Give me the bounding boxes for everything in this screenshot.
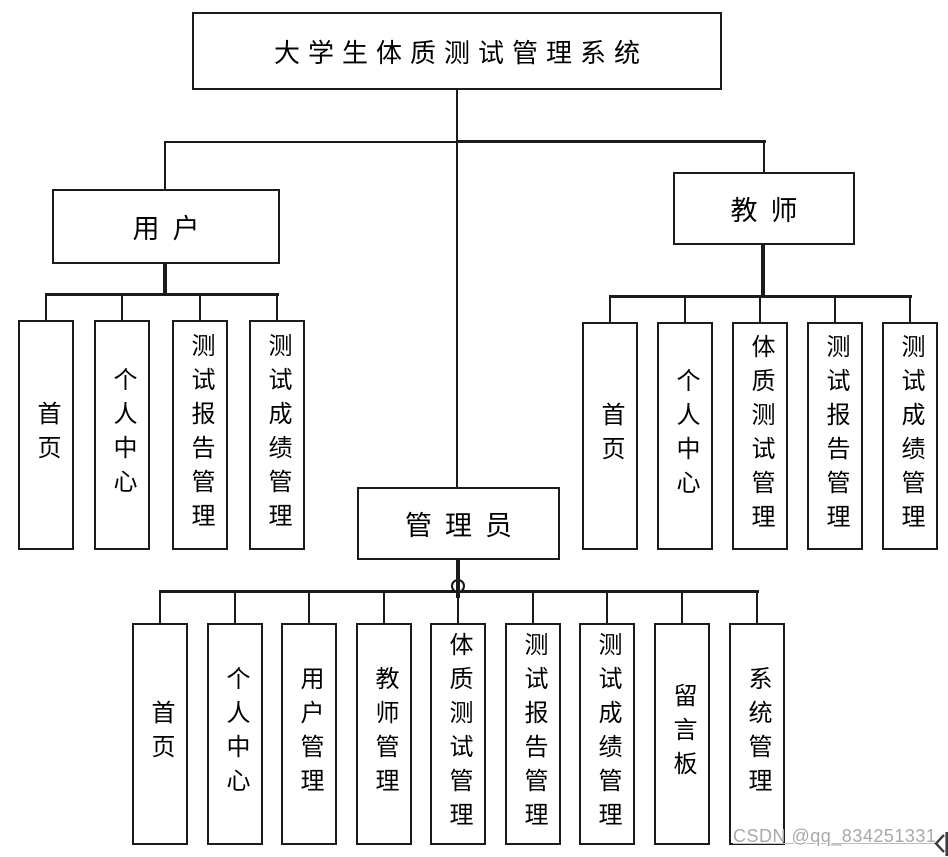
connector-user-child-drop-0 (45, 294, 47, 321)
node-admin-child-physical-test-mgmt: 体质测试管理 (430, 623, 486, 845)
connector-admin-child-drop-0 (159, 591, 161, 624)
node-root: 大学生体质测试管理系统 (192, 12, 722, 90)
connector-drop-teacher (763, 141, 765, 173)
connector-level1-horizontal-right (456, 140, 766, 143)
node-user-child-test-score-mgmt: 测试成绩管理 (249, 320, 305, 550)
connector-teacher-child-drop-3 (834, 296, 836, 323)
node-label: 测试成绩管理 (594, 632, 620, 836)
node-admin-child-message-board: 留言板 (654, 623, 710, 845)
connector-teacher-child-drop-4 (909, 296, 911, 323)
node-label: 测试成绩管理 (264, 333, 290, 537)
connector-user-child-drop-2 (199, 294, 201, 321)
connector-admin-child-drop-8 (756, 591, 758, 624)
node-admin: 管理员 (357, 487, 560, 560)
connector-user-stem (163, 263, 167, 296)
node-admin-child-user-mgmt: 用户管理 (281, 623, 337, 845)
connector-root-vertical (456, 90, 458, 487)
node-teacher-label: 教师 (730, 196, 811, 226)
connector-drop-user (164, 141, 166, 190)
connector-admin-child-drop-7 (681, 591, 683, 624)
connector-admin-child-drop-5 (532, 591, 534, 624)
node-label: 个人中心 (672, 368, 698, 504)
node-teacher-child-home: 首页 (582, 322, 638, 550)
node-admin-child-home: 首页 (132, 623, 188, 845)
node-user-child-test-report-mgmt: 测试报告管理 (172, 320, 228, 550)
node-user-label: 用户 (132, 214, 213, 244)
node-label: 个人中心 (109, 367, 135, 503)
node-admin-label: 管理员 (405, 511, 525, 541)
connector-user-children-horizontal (45, 293, 279, 296)
node-admin-child-personal-center: 个人中心 (207, 623, 263, 845)
node-label: 用户管理 (296, 666, 322, 802)
node-label: 体质测试管理 (747, 334, 773, 538)
node-label: 留言板 (669, 683, 695, 785)
cursor-arrow-icon (934, 832, 948, 856)
connector-admin-child-drop-1 (234, 591, 236, 624)
node-teacher-child-test-score-mgmt: 测试成绩管理 (882, 322, 938, 550)
node-teacher-child-physical-test-mgmt: 体质测试管理 (732, 322, 788, 550)
node-user-child-home: 首页 (18, 320, 74, 550)
node-label: 测试报告管理 (520, 632, 546, 836)
connector-teacher-stem (761, 244, 765, 298)
node-label: 测试报告管理 (187, 333, 213, 537)
connector-admin-child-drop-6 (606, 591, 608, 624)
node-teacher-child-personal-center: 个人中心 (657, 322, 713, 550)
node-label: 首页 (33, 401, 59, 469)
connector-level1-horizontal-left (164, 141, 458, 143)
node-label: 系统管理 (744, 666, 770, 802)
connector-admin-child-drop-4 (457, 591, 459, 624)
diagram-title: 大学生体质测试管理系统 (273, 38, 648, 68)
node-label: 首页 (147, 700, 173, 768)
connector-teacher-child-drop-2 (759, 296, 761, 323)
connector-teacher-child-drop-1 (684, 296, 686, 323)
connector-user-child-drop-1 (121, 294, 123, 321)
node-label: 个人中心 (222, 666, 248, 802)
node-admin-child-teacher-mgmt: 教师管理 (356, 623, 412, 845)
node-label: 首页 (597, 402, 623, 470)
node-admin-child-test-report-mgmt: 测试报告管理 (505, 623, 561, 845)
node-user-child-personal-center: 个人中心 (94, 320, 150, 550)
connector-admin-child-drop-2 (308, 591, 310, 624)
node-teacher: 教师 (673, 172, 855, 245)
node-user: 用户 (52, 189, 280, 264)
connector-user-child-drop-3 (276, 294, 278, 321)
node-label: 测试成绩管理 (897, 334, 923, 538)
connector-admin-child-drop-3 (383, 591, 385, 624)
node-admin-child-test-score-mgmt: 测试成绩管理 (579, 623, 635, 845)
csdn-watermark: CSDN @qq_834251331 (733, 826, 937, 846)
connector-teacher-child-drop-0 (609, 296, 611, 323)
node-admin-child-system-mgmt: 系统管理 (729, 623, 785, 845)
connector-admin-stem (456, 559, 460, 598)
node-teacher-child-test-report-mgmt: 测试报告管理 (807, 322, 863, 550)
node-label: 教师管理 (371, 666, 397, 802)
node-label: 测试报告管理 (822, 334, 848, 538)
node-label: 体质测试管理 (445, 632, 471, 836)
